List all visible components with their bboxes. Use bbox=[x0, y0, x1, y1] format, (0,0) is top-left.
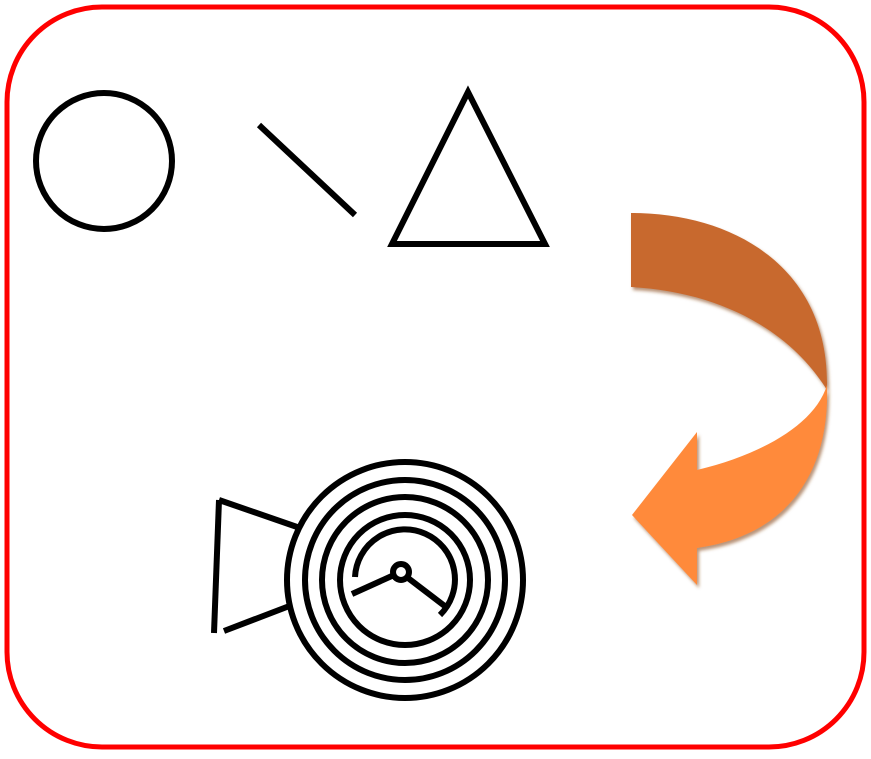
trapezoid-left-edge bbox=[214, 500, 219, 633]
hand-left bbox=[352, 575, 394, 594]
triangle-shape bbox=[392, 92, 545, 244]
hand-right bbox=[408, 578, 446, 607]
circle-shape bbox=[36, 93, 172, 229]
trapezoid-top-edge bbox=[219, 500, 300, 528]
primitive-shapes bbox=[36, 92, 545, 244]
line-shape bbox=[259, 125, 355, 215]
trapezoid-bottom-edge bbox=[224, 605, 292, 631]
arrow-lower-band bbox=[632, 385, 827, 585]
curved-arrow-icon bbox=[631, 213, 827, 585]
composite-shape bbox=[214, 462, 523, 698]
center-dot bbox=[393, 564, 409, 580]
arrow-upper-band bbox=[631, 213, 827, 390]
